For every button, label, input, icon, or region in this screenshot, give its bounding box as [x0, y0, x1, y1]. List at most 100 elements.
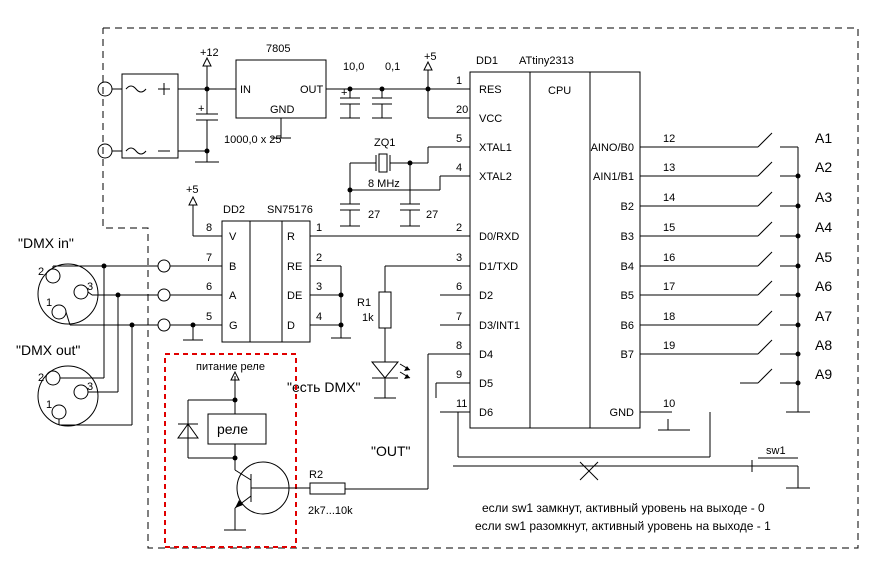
- mcu-pin-number: 15: [663, 222, 675, 234]
- cap-10-label: 10,0: [343, 61, 364, 73]
- mcu-pin-name: D3/INT1: [479, 320, 520, 332]
- mcu-attiny2313: DD1 ATtiny2313 CPU 1RES20VCC5XTAL14XTAL2…: [440, 55, 690, 431]
- board-outline: [102, 27, 859, 549]
- svg-text:3: 3: [87, 281, 93, 293]
- address-switch-lever: [757, 221, 773, 237]
- mcu-pin-name: XTAL1: [479, 142, 512, 154]
- junction-dot: [795, 233, 801, 239]
- svg-text:2: 2: [38, 266, 44, 278]
- r2-value: 2k7...10k: [308, 505, 353, 517]
- svg-text:1: 1: [46, 399, 52, 411]
- mcu-pin-number: 11: [456, 398, 467, 410]
- mcu-pin-name: B4: [621, 261, 634, 273]
- r1-value: 1k: [362, 312, 374, 324]
- driver-pin-number: 1: [316, 222, 322, 234]
- address-switch-label: A9: [815, 366, 832, 382]
- mcu-pin-number: 17: [663, 281, 675, 293]
- address-switch-label: A4: [815, 219, 832, 235]
- mcu-pin-name: D4: [479, 349, 493, 361]
- mcu-pin-name: GND: [610, 407, 635, 419]
- note-closed: если sw1 замкнут, активный уровень на вы…: [482, 501, 765, 515]
- mcu-pin-number: 3: [456, 252, 462, 264]
- mcu-pin-name: VCC: [479, 113, 502, 125]
- driver-pin-number: 3: [316, 281, 322, 293]
- address-switch-lever: [757, 339, 773, 355]
- mcu-pin-number: 6: [456, 281, 462, 293]
- driver-pin-name: RE: [287, 261, 302, 273]
- relay-supply-label: питание реле: [196, 361, 265, 373]
- driver-part: SN75176: [267, 204, 313, 216]
- address-switch-label: A3: [815, 189, 832, 205]
- mcu-pin-name: RES: [479, 84, 502, 96]
- r2-resistor: [309, 482, 346, 495]
- mcu-pin-name: B2: [621, 201, 634, 213]
- svg-text:GND: GND: [270, 104, 295, 116]
- plus5-top-label: +5: [424, 51, 437, 63]
- address-switch-label: A5: [815, 249, 832, 265]
- mcu-pin-number: 1: [456, 75, 462, 87]
- driver-pin-name: D: [287, 320, 295, 332]
- relay-coil-label: реле: [217, 421, 248, 437]
- relay-block: питание реле реле R2 2k7...10k: [164, 353, 353, 548]
- dmx-in-connector: [37, 263, 99, 325]
- driver-pin-number: 7: [206, 252, 212, 264]
- address-switch-label: A8: [815, 337, 832, 353]
- dmx-out-label: "DMX out": [16, 342, 80, 358]
- relay-dashed-box: [164, 353, 297, 548]
- led-indicator: R1 1k "есть DMX": [287, 265, 460, 399]
- svg-text:+: +: [341, 87, 347, 99]
- sw1-label: sw1: [766, 445, 786, 457]
- mcu-pin-number: 19: [663, 340, 675, 352]
- junction-dot: [795, 203, 801, 209]
- crystal-c2: 27: [426, 209, 438, 221]
- junction-dot: [795, 263, 801, 269]
- mcu-pin-number: 16: [663, 252, 675, 264]
- junction-dot: [795, 380, 801, 386]
- mcu-pin-number: 7: [456, 311, 462, 323]
- relay-coil: [207, 413, 267, 445]
- power-supply: +12 + 7805 IN OUT GND 1000,0 x 25 10,0 0…: [97, 43, 460, 163]
- cap-bulk-label: 1000,0 x 25: [224, 134, 282, 146]
- mcu-pin-number: 5: [456, 133, 462, 145]
- address-switch-label: A2: [815, 159, 832, 175]
- mcu-pin-name: B7: [621, 349, 634, 361]
- mcu-pin-name: D0/RXD: [479, 231, 519, 243]
- junction-dot: [795, 351, 801, 357]
- plus12-label: +12: [200, 47, 219, 59]
- svg-text:IN: IN: [240, 84, 251, 96]
- address-switch-lever: [757, 132, 773, 148]
- mcu-left-pins: 1RES20VCC5XTAL14XTAL22D0/RXD3D1/TXD6D27D…: [440, 75, 520, 419]
- mcu-pin-name: B3: [621, 231, 634, 243]
- mcu-right-pins: 12AINO/B013AIN1/B114B215B316B417B518B619…: [591, 133, 676, 419]
- svg-text:2: 2: [38, 372, 44, 384]
- mcu-cpu: CPU: [548, 85, 571, 97]
- crystal-freq: 8 MHz: [368, 178, 400, 190]
- r2-ref: R2: [309, 469, 323, 481]
- mcu-pin-number: 14: [663, 192, 675, 204]
- mcu-pin-number: 13: [663, 162, 675, 174]
- mcu-pin-number: 18: [663, 311, 675, 323]
- mcu-pin-name: B6: [621, 320, 634, 332]
- dmx-out-connector: [37, 365, 99, 427]
- mcu-pin-number: 4: [456, 162, 462, 174]
- out-label: "OUT": [371, 443, 411, 459]
- mcu-ref: DD1: [476, 55, 498, 67]
- driver-pin-number: 2: [316, 252, 322, 264]
- driver-pin-number: 5: [206, 311, 212, 323]
- mcu-pin-name: XTAL2: [479, 171, 512, 183]
- cap-01-label: 0,1: [385, 61, 400, 73]
- driver-pin-number: 6: [206, 281, 212, 293]
- mcu-pin-name: AIN1/B1: [593, 171, 634, 183]
- mcu-pin-name: B5: [621, 290, 634, 302]
- r1-ref: R1: [357, 297, 371, 309]
- address-switch-lever: [757, 368, 773, 384]
- mcu-part: ATtiny2313: [519, 55, 574, 67]
- svg-text:+: +: [198, 103, 204, 115]
- address-switch-label: A6: [815, 278, 832, 294]
- address-switch-lever: [757, 191, 773, 207]
- svg-text:OUT: OUT: [300, 84, 324, 96]
